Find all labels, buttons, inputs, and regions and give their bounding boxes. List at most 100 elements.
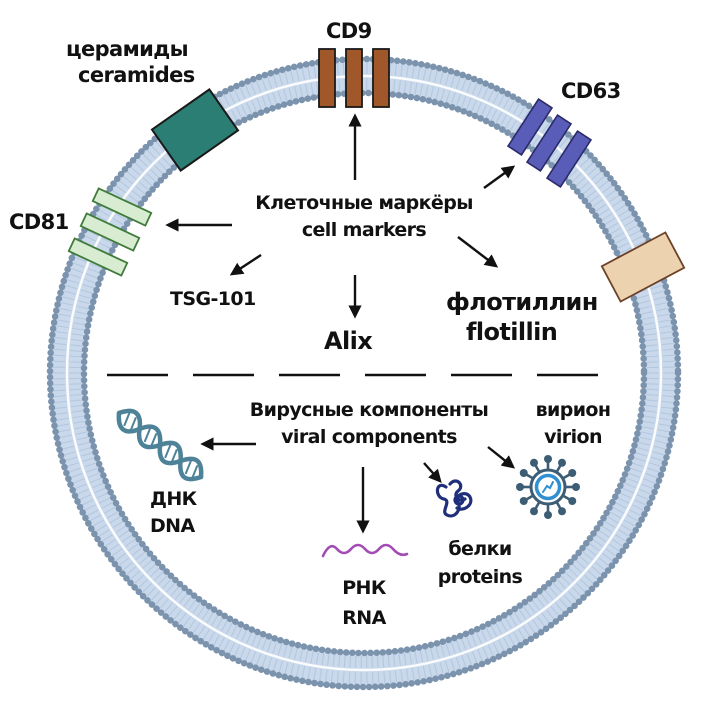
lipid-tail <box>471 634 477 647</box>
cd81-bar <box>91 187 153 227</box>
lipid-tail <box>461 638 467 651</box>
lipid-tail <box>477 649 483 661</box>
lipid-tail <box>620 247 632 254</box>
lipid-tail <box>288 87 293 100</box>
lipid-tail <box>644 333 657 336</box>
lipid-tail <box>658 319 671 323</box>
lipid-tail <box>60 440 73 444</box>
lipid-tail <box>537 616 545 627</box>
lipid-tail <box>575 177 586 187</box>
lipid-tail <box>146 587 156 597</box>
lipid-tail <box>652 290 665 295</box>
lipid-tail <box>310 82 314 95</box>
lipid-tail <box>586 547 597 556</box>
lipid-tail <box>472 83 478 95</box>
lipid-tail <box>643 327 656 331</box>
lipid-tail <box>559 137 569 148</box>
lipid-tail <box>514 612 522 623</box>
lipid-tail <box>635 452 648 457</box>
lipid-tail <box>87 230 99 237</box>
lipid-tail <box>639 305 652 310</box>
lipid-tail <box>57 423 70 427</box>
lipid-tail <box>393 654 396 667</box>
lipid-tail <box>639 436 652 441</box>
lipid-tail <box>234 644 241 657</box>
lipid-tail <box>246 102 252 114</box>
lipid-tail <box>130 570 141 580</box>
virion-spike-tip <box>516 483 524 491</box>
lipid-tail <box>586 190 597 199</box>
lipid-tail <box>541 612 550 624</box>
lipid-tail <box>485 106 493 119</box>
lipid-tail <box>466 80 472 93</box>
lipid-tail <box>417 66 421 79</box>
lipid-tail <box>605 548 616 557</box>
lipid-tail <box>106 511 118 519</box>
lipid-tail <box>304 83 309 96</box>
lipid-tail <box>75 311 88 315</box>
lipid-tail <box>235 106 243 119</box>
lipid-tail <box>615 534 626 542</box>
lipid-tail <box>69 355 82 358</box>
lipid-tail <box>383 671 386 684</box>
lipid-tail <box>641 316 654 320</box>
lipid-tail <box>620 492 632 499</box>
lipid-tail <box>245 85 251 97</box>
lipid-tail <box>377 671 380 684</box>
lipid-tail <box>658 423 671 427</box>
lipid-tail <box>411 65 415 78</box>
lipid-tail <box>173 609 182 620</box>
lipid-tail <box>82 284 95 289</box>
lipid-tail <box>612 538 623 547</box>
ceramides-label-en: ceramides <box>78 63 195 87</box>
lipid-tail <box>532 135 541 146</box>
lipid-tail <box>90 514 102 522</box>
lipid-tail <box>54 337 68 340</box>
lipid-tail <box>301 665 306 678</box>
lipid-tail <box>63 451 76 456</box>
lipid-tail <box>662 395 675 398</box>
dna-label-en: DNA <box>150 515 195 537</box>
lipid-tail <box>495 111 503 123</box>
lipid-tail <box>555 602 564 613</box>
lipid-tail <box>508 634 515 646</box>
lipid-tail <box>498 639 505 651</box>
lipid-tail <box>476 102 482 114</box>
lipid-tail <box>342 62 345 75</box>
lipid-tail <box>439 662 444 674</box>
lipid-tail <box>332 654 335 667</box>
lipid-tail <box>655 302 668 306</box>
lipid-tail <box>645 344 658 347</box>
lipid-tail <box>387 654 390 667</box>
lipid-tail <box>641 426 654 430</box>
lipid-tail <box>610 227 622 235</box>
lipid-tail <box>618 209 630 217</box>
lipid-tail <box>267 640 272 652</box>
lipid-tail <box>430 647 435 660</box>
lipid-tail <box>87 472 100 478</box>
lipid-tail <box>54 406 68 409</box>
lipid-tail <box>68 467 81 473</box>
lipid-tail <box>579 181 590 191</box>
lipid-tail <box>598 530 610 538</box>
lipid-tail <box>461 78 467 91</box>
flotillin-label-en: flotillin <box>466 318 557 346</box>
lipid-tail <box>505 617 512 629</box>
lipid-tail <box>640 311 653 315</box>
lipid-tail <box>82 499 94 506</box>
lipid-tail <box>150 169 160 179</box>
lipid-tail <box>67 462 79 467</box>
lipid-tail <box>492 642 500 654</box>
lipid-tail <box>246 632 252 644</box>
flotillin-membrane-box <box>600 231 686 303</box>
lipid-tail <box>55 331 68 334</box>
lipid-tail <box>65 284 78 290</box>
lipid-tail <box>435 87 440 100</box>
lipid-tail <box>336 670 339 683</box>
lipid-tail <box>434 663 438 676</box>
lipid-tail <box>513 103 520 115</box>
lipid-tail <box>179 593 188 604</box>
lipid-tail <box>138 555 149 565</box>
lipid-tail <box>550 605 559 616</box>
lipid-tail <box>632 462 644 468</box>
